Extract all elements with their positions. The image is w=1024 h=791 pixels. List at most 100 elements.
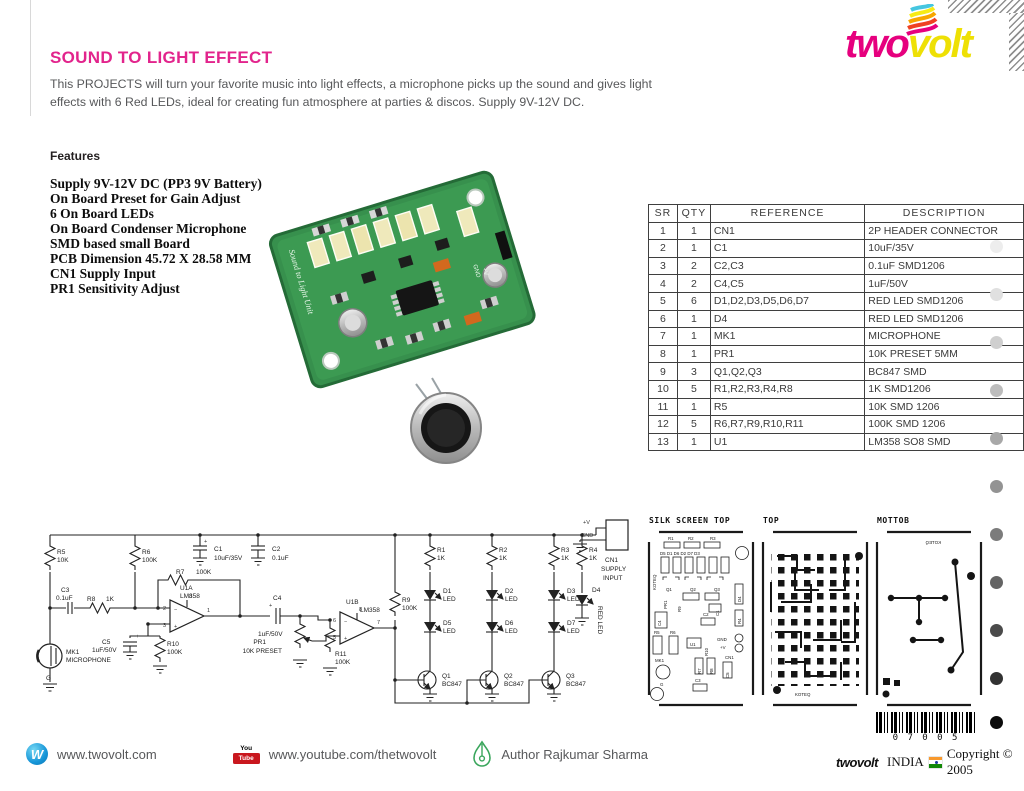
svg-text:D4: D4: [737, 596, 742, 602]
svg-text:Q2: Q2: [690, 587, 696, 592]
twovolt-logo-text: twovolt: [845, 24, 973, 64]
bottom-panel-title: MOTTOB: [877, 516, 910, 525]
microphone-photo: [410, 377, 482, 464]
imprint-country: INDIA: [887, 754, 924, 769]
svg-text:10uF/35V: 10uF/35V: [214, 555, 243, 562]
svg-text:C4: C4: [273, 595, 282, 602]
svg-text:KOTEQ: KOTEQ: [652, 574, 657, 590]
schematic-led-branches: R1 1K D1 LED D5 LED Q1 BC847 R2 1K D2 LE…: [417, 535, 603, 702]
svg-text:BC847: BC847: [442, 681, 462, 688]
parts-table-header-row: SR QTY REFERENCE DESCRIPTION: [648, 204, 1024, 223]
svg-text:8: 8: [189, 594, 192, 600]
svg-text:D6: D6: [505, 620, 514, 627]
imprint-line: twovolt INDIA Copyright © 2005: [836, 746, 1024, 778]
svg-text:Q1: Q1: [442, 673, 451, 680]
svg-text:Q2: Q2: [504, 673, 513, 680]
svg-text:MICROPHONE: MICROPHONE: [66, 657, 111, 664]
svg-text:R6: R6: [142, 549, 151, 556]
svg-text:GND: GND: [717, 637, 727, 642]
svg-text:+: +: [174, 624, 177, 630]
edge-dot: [990, 576, 1003, 589]
transistor: [360, 270, 377, 284]
feature-item: On Board Preset for Gain Adjust: [50, 191, 241, 206]
edge-dot: [990, 624, 1003, 637]
svg-text:PR1: PR1: [663, 600, 668, 609]
svg-text:100K: 100K: [335, 659, 351, 666]
svg-text:5: 5: [333, 635, 336, 641]
feature-item: PR1 Sensitivity Adjust: [50, 281, 180, 296]
svg-text:R5: R5: [654, 630, 660, 635]
barcode: [876, 712, 976, 733]
youtube-icon: You Tube: [232, 744, 260, 764]
svg-text:3: 3: [163, 623, 166, 629]
svg-text:D2: D2: [505, 588, 514, 595]
svg-text:D7: D7: [567, 620, 576, 627]
svg-text:R7: R7: [176, 569, 185, 576]
svg-text:R4: R4: [589, 547, 598, 554]
circuit-schematic: R5 10K MK1 MICROPHONE G C3 0.1uF R8 1K R…: [36, 519, 629, 705]
supply-header: [494, 230, 513, 261]
youtube-url: www.youtube.com/thetwovolt: [268, 746, 437, 762]
intro-paragraph: This PROJECTS will turn your favorite mu…: [50, 76, 670, 112]
silk-screen-panel: KOTEQ R1 R2 R3 D5 D1 D6 D2 D7 D3 Q1 Q2 Q…: [647, 530, 755, 707]
svg-text:G: G: [660, 682, 664, 687]
svg-text:1K: 1K: [499, 555, 508, 562]
feature-item: CN1 Supply Input: [50, 266, 156, 281]
edge-dot: [990, 240, 1003, 253]
svg-text:R5: R5: [57, 549, 66, 556]
feature-item: 6 On Board LEDs: [50, 206, 154, 221]
svg-text:100K: 100K: [167, 649, 183, 656]
top-panel-title: TOP: [763, 516, 779, 525]
svg-text:BC847: BC847: [504, 681, 524, 688]
svg-text:D4: D4: [592, 587, 601, 594]
edge-dot: [990, 336, 1003, 349]
svg-text:C2: C2: [272, 546, 281, 553]
svg-text:1K: 1K: [106, 596, 115, 603]
led-row: [306, 203, 480, 269]
schematic-u1b-section: + C4 1uF/50V PR1 10K PRESET R11 100K −+ …: [243, 535, 548, 704]
barcode-digits: 0 7 0 0 5: [892, 733, 960, 743]
feature-item: On Board Condenser Microphone: [50, 221, 247, 236]
svg-text:+: +: [136, 634, 139, 640]
transistor: [398, 254, 414, 269]
footer: W www.twovolt.com You Tube www.youtube.c…: [26, 740, 648, 768]
svg-text:1uF/50V: 1uF/50V: [92, 647, 117, 654]
svg-text:Q3: Q3: [714, 587, 720, 592]
corner-hatch-top: [948, 0, 1024, 13]
so8-ic: [390, 280, 445, 317]
silk-panel-title: SILK SCREEN TOP: [649, 516, 730, 525]
svg-text:1K: 1K: [437, 555, 446, 562]
svg-text:100K: 100K: [142, 557, 158, 564]
svg-text:C1: C1: [214, 546, 223, 553]
svg-text:10K PRESET: 10K PRESET: [243, 648, 282, 655]
top-copper-panel: KOTEQ: [761, 530, 869, 707]
smd-resistors: [311, 205, 499, 350]
svg-text:U1: U1: [690, 642, 696, 647]
transistor: [434, 237, 450, 251]
svg-text:SUPPLY: SUPPLY: [601, 566, 627, 573]
svg-text:C3: C3: [61, 587, 70, 594]
page-title: SOUND TO LIGHT EFFECT: [50, 48, 273, 67]
svg-text:R9: R9: [402, 597, 411, 604]
tantalum-cap: [463, 311, 482, 326]
svg-text:C5: C5: [102, 639, 111, 646]
svg-text:R3: R3: [710, 536, 716, 541]
svg-text:7: 7: [377, 620, 380, 626]
schematic-cn1: +V GND CN1 SUPPLY INPUT: [573, 519, 629, 582]
board-pv-label: +V: [481, 267, 489, 276]
pcb-board: Sound to Light Unit: [268, 170, 536, 389]
svg-text:RED LED: RED LED: [596, 606, 603, 634]
twovolt-logo: twovolt: [845, 4, 1015, 68]
svg-text:1: 1: [207, 608, 210, 614]
svg-text:C5: C5: [725, 672, 730, 678]
svg-text:+V: +V: [583, 520, 590, 526]
svg-text:U1B: U1B: [346, 599, 359, 606]
